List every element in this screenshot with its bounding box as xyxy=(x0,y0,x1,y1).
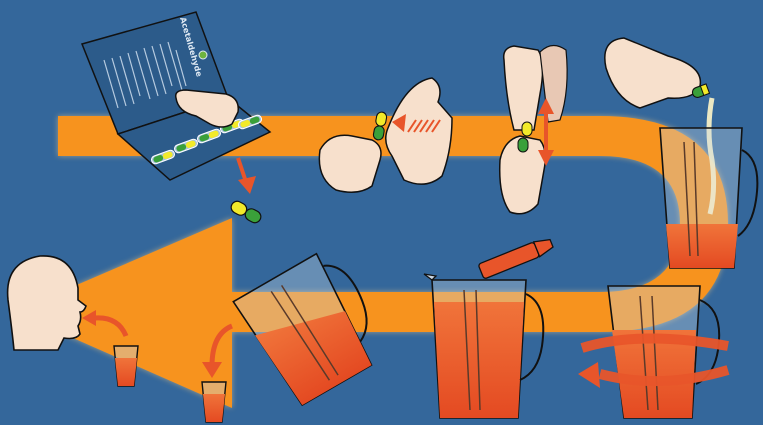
juice-level xyxy=(203,394,225,422)
package-logo-icon xyxy=(199,51,207,59)
juice-level xyxy=(115,358,137,386)
step-8-filled-cup xyxy=(202,382,226,422)
capsule-top-half-icon xyxy=(522,122,532,136)
juice-level xyxy=(666,224,738,268)
left-hand-icon xyxy=(319,135,381,192)
capsule-bottom-half-icon xyxy=(518,138,528,152)
